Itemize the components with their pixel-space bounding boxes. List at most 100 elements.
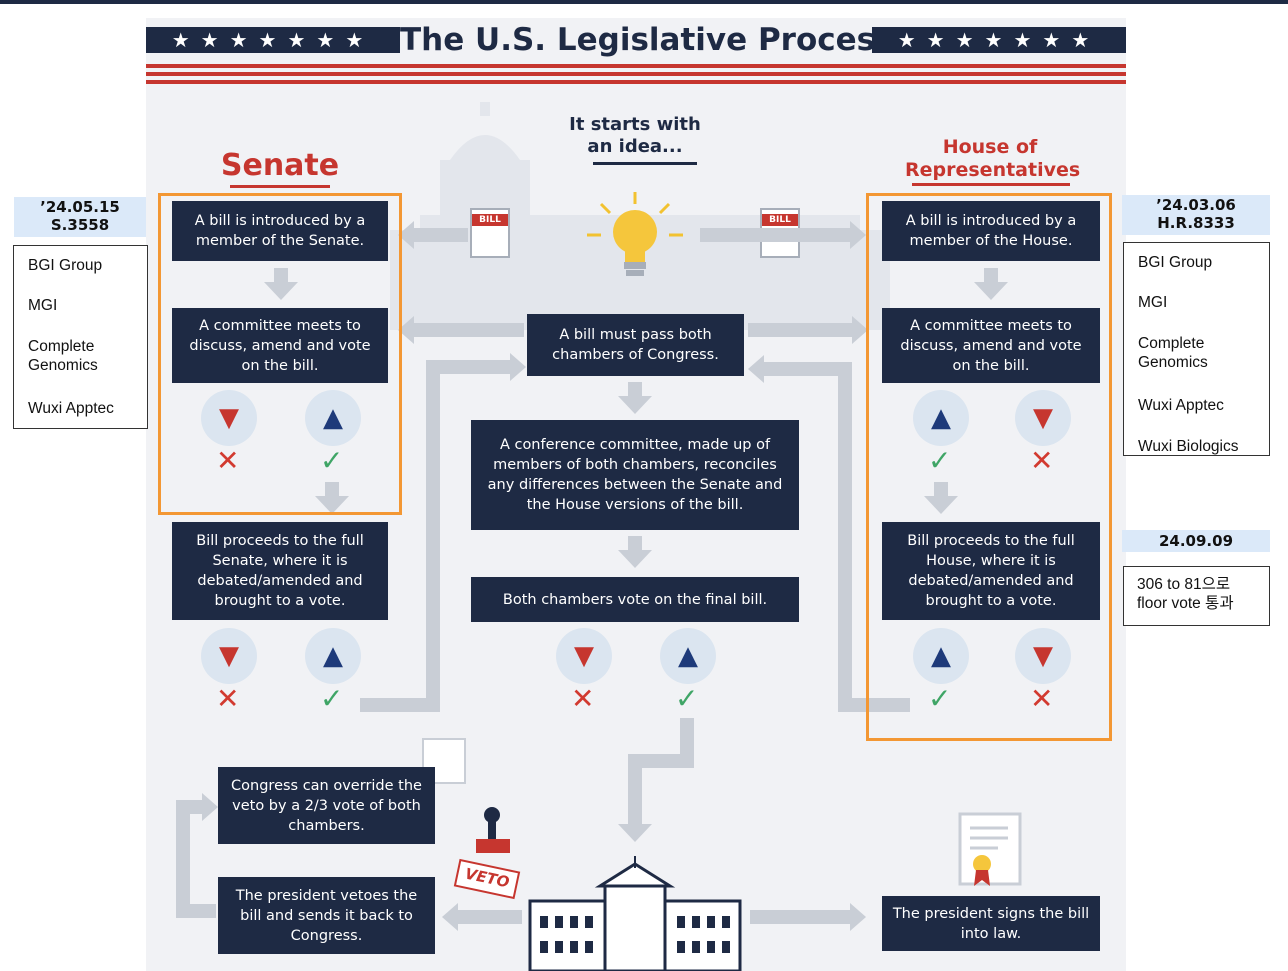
thumbs-down-icon: ▼ bbox=[556, 628, 612, 684]
senate-heading-underline bbox=[230, 185, 330, 188]
arrow-shaft bbox=[748, 323, 852, 337]
reject-mark: ✕ bbox=[216, 444, 240, 477]
arrow-shaft bbox=[934, 482, 948, 496]
top-rule bbox=[0, 0, 1288, 4]
senate-introduced-box: A bill is introduced by a member of the … bbox=[172, 201, 388, 261]
conference-committee-box: A conference committee, made up of membe… bbox=[471, 420, 799, 530]
house-bill-date: ’24.03.06 bbox=[1156, 196, 1236, 214]
house-bill-note: ’24.03.06 H.R.8333 bbox=[1122, 195, 1270, 235]
approve-mark: ✓ bbox=[675, 682, 699, 715]
arrow-shaft bbox=[984, 268, 998, 282]
red-stripe bbox=[146, 64, 1126, 68]
senate-highlight-frame bbox=[158, 193, 402, 515]
thumbs-down-icon: ▼ bbox=[1015, 628, 1071, 684]
arrow-right-icon bbox=[850, 903, 866, 931]
thumbs-down-icon: ▼ bbox=[201, 628, 257, 684]
arrow-right-icon bbox=[202, 793, 218, 821]
house-introduced-box: A bill is introduced by a member of the … bbox=[882, 201, 1100, 261]
reject-mark: ✕ bbox=[1030, 444, 1054, 477]
arrow-shaft bbox=[426, 360, 440, 712]
house-heading: House of Representatives bbox=[905, 136, 1081, 181]
reject-mark: ✕ bbox=[216, 682, 240, 715]
reject-mark: ✕ bbox=[1030, 682, 1054, 715]
arrow-down-icon bbox=[618, 824, 652, 842]
arrow-right-icon bbox=[850, 221, 866, 249]
arrow-left-icon bbox=[398, 316, 414, 344]
arrow-shaft bbox=[274, 268, 288, 282]
bill-tag: BILL bbox=[472, 214, 508, 226]
start-label: It starts with an idea... bbox=[569, 114, 701, 157]
bill-document-icon: BILL bbox=[470, 208, 510, 258]
arrow-shaft bbox=[628, 754, 694, 768]
floor-vote-date: 24.09.09 bbox=[1122, 530, 1270, 552]
arrow-shaft bbox=[838, 698, 910, 712]
floor-vote-result: 306 to 81으로 floor vote 통과 bbox=[1123, 566, 1270, 626]
house-highlight-frame bbox=[866, 193, 1112, 741]
thumbs-up-icon: ▲ bbox=[913, 628, 969, 684]
arrow-left-icon bbox=[748, 355, 764, 383]
company-item: Wuxi Apptec bbox=[28, 400, 114, 417]
thumbs-up-icon: ▲ bbox=[305, 390, 361, 446]
arrow-left-icon bbox=[442, 903, 458, 931]
president-signs-box: The president signs the bill into law. bbox=[882, 896, 1100, 951]
red-stripe bbox=[146, 72, 1126, 76]
red-stripe bbox=[146, 80, 1126, 84]
stars-band-right: ★★★★★★★ bbox=[872, 27, 1126, 53]
final-vote-box: Both chambers vote on the final bill. bbox=[471, 577, 799, 622]
approve-mark: ✓ bbox=[928, 682, 952, 715]
company-item: MGI bbox=[1138, 294, 1168, 311]
house-company-list: BGI Group MGI Complete Genomics Wuxi App… bbox=[1123, 242, 1270, 456]
senate-committee-box: A committee meets to discuss, amend and … bbox=[172, 308, 388, 383]
president-vetoes-box: The president vetoes the bill and sends … bbox=[218, 877, 435, 954]
signed-law-icon bbox=[958, 812, 1022, 886]
arrow-down-icon bbox=[264, 282, 298, 300]
arrow-down-icon bbox=[618, 396, 652, 414]
company-item: Complete Genomics bbox=[1138, 335, 1208, 371]
arrow-shaft bbox=[680, 718, 694, 764]
arrow-down-icon bbox=[924, 496, 958, 514]
senate-full-vote-box: Bill proceeds to the full Senate, where … bbox=[172, 522, 388, 620]
senate-bill-number: S.3558 bbox=[50, 216, 110, 234]
arrow-shaft bbox=[360, 698, 440, 712]
arrow-right-icon bbox=[852, 316, 868, 344]
approve-mark: ✓ bbox=[928, 444, 952, 477]
stars-band-left: ★★★★★★★ bbox=[146, 27, 400, 53]
arrow-left-icon bbox=[398, 221, 414, 249]
floor-vote-result-text: 306 to 81으로 floor vote 통과 bbox=[1137, 576, 1234, 612]
company-item: BGI Group bbox=[1138, 254, 1213, 271]
thumbs-up-icon: ▲ bbox=[305, 628, 361, 684]
arrow-shaft bbox=[325, 482, 339, 496]
arrow-shaft bbox=[700, 228, 850, 242]
company-item: Complete Genomics bbox=[28, 338, 98, 374]
lightbulb-icon bbox=[587, 192, 683, 276]
approve-mark: ✓ bbox=[320, 682, 344, 715]
page-title: The U.S. Legislative Process bbox=[400, 22, 894, 58]
house-committee-box: A committee meets to discuss, amend and … bbox=[882, 308, 1100, 383]
arrow-down-icon bbox=[315, 496, 349, 514]
arrow-shaft bbox=[764, 362, 852, 376]
arrow-down-icon bbox=[618, 550, 652, 568]
arrow-shaft bbox=[176, 800, 202, 814]
company-item: Wuxi Biologics bbox=[1138, 438, 1239, 455]
arrow-shaft bbox=[628, 536, 642, 550]
thumbs-up-icon: ▲ bbox=[913, 390, 969, 446]
house-bill-number: H.R.8333 bbox=[1157, 214, 1235, 232]
arrow-shaft bbox=[426, 360, 510, 374]
company-item: BGI Group bbox=[28, 257, 103, 274]
senate-bill-date: ’24.05.15 bbox=[40, 198, 120, 216]
senate-heading: Senate bbox=[220, 148, 340, 183]
stamp-icon bbox=[476, 807, 510, 853]
thumbs-down-icon: ▼ bbox=[1015, 390, 1071, 446]
arrow-shaft bbox=[458, 910, 522, 924]
override-box: Congress can override the veto by a 2/3 … bbox=[218, 767, 435, 844]
arrow-shaft bbox=[750, 910, 850, 924]
thumbs-down-icon: ▼ bbox=[201, 390, 257, 446]
arrow-shaft bbox=[628, 382, 642, 396]
arrow-shaft bbox=[176, 904, 216, 918]
house-heading-underline bbox=[912, 183, 1070, 186]
senate-company-list: BGI Group MGI Complete Genomics Wuxi App… bbox=[13, 245, 148, 429]
company-item: Wuxi Apptec bbox=[1138, 397, 1224, 414]
senate-bill-note: ’24.05.15 S.3558 bbox=[14, 197, 146, 237]
arrow-down-icon bbox=[974, 282, 1008, 300]
approve-mark: ✓ bbox=[320, 444, 344, 477]
